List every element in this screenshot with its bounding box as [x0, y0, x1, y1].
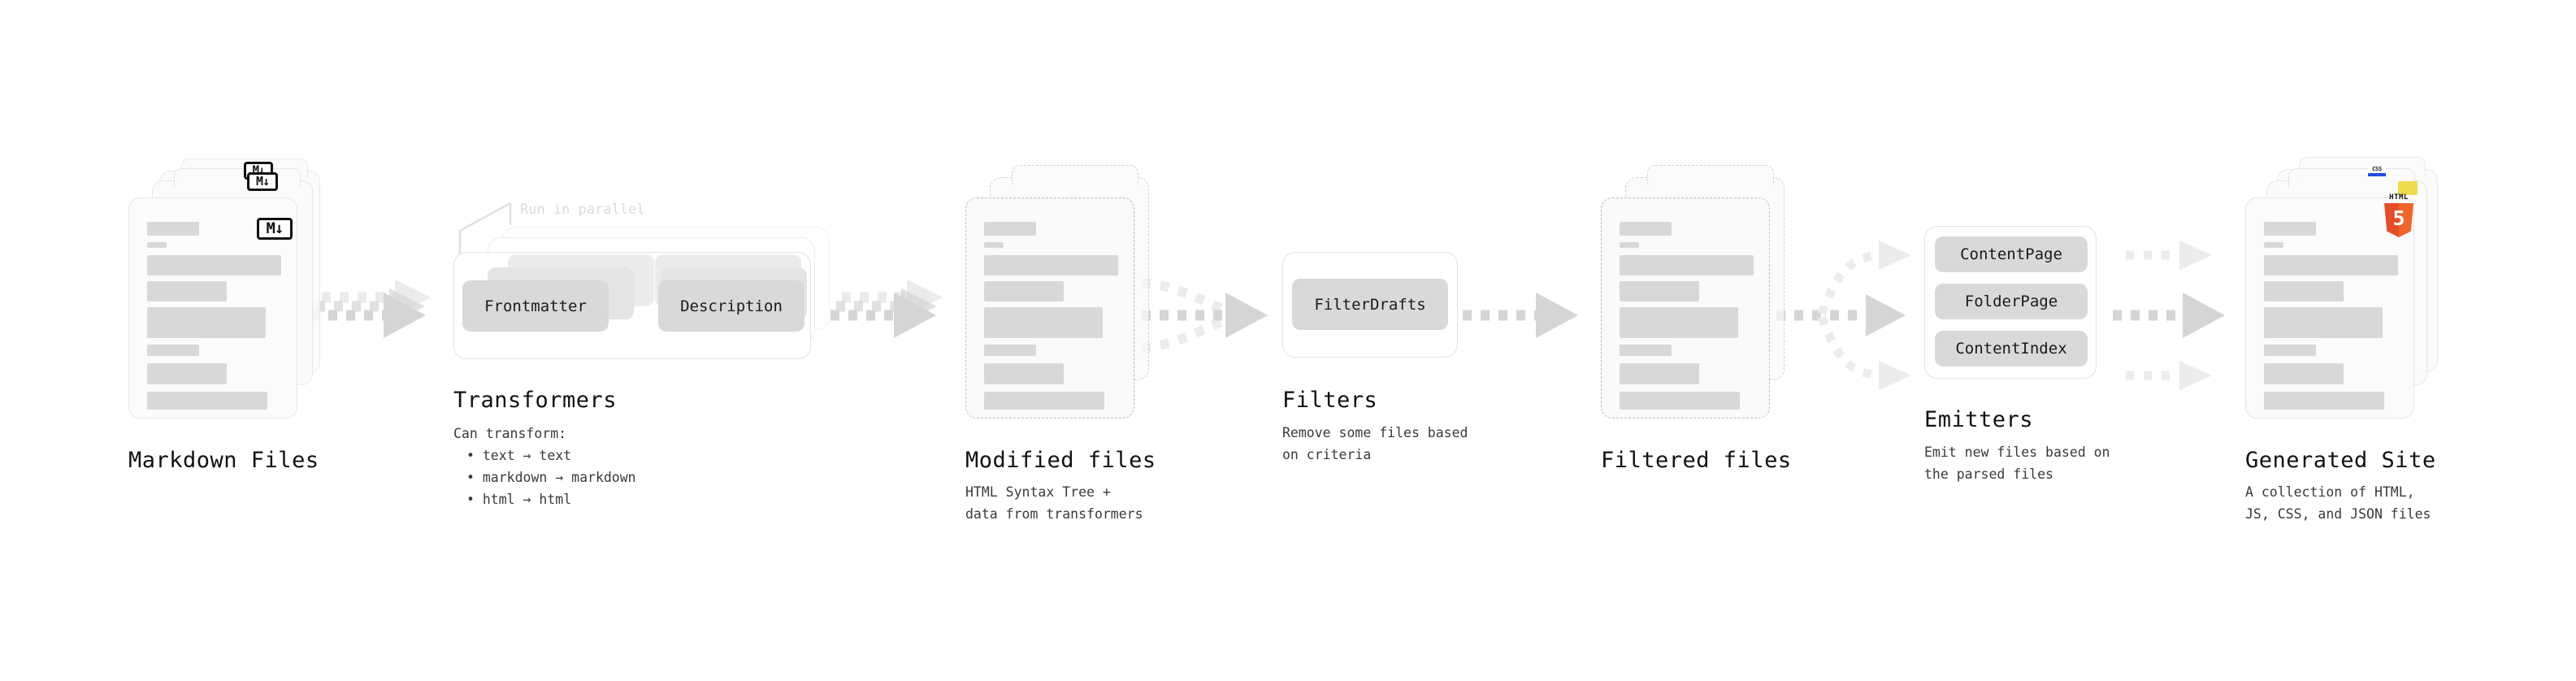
- page-title-modified-files: Modified files: [965, 448, 1156, 473]
- skeleton-line: [984, 222, 1036, 236]
- skeleton-line: [1620, 345, 1672, 356]
- skeleton-line: [984, 392, 1104, 410]
- transformer-pill-frontmatter[interactable]: Frontmatter: [462, 280, 609, 332]
- css-icon: CSS: [2368, 167, 2386, 176]
- js-icon: [2398, 181, 2418, 195]
- page-title-emitters: Emitters: [1924, 407, 2034, 432]
- skeleton-line: [1620, 255, 1754, 275]
- skeleton-line: [1620, 281, 1699, 301]
- card-tab: [1647, 165, 1774, 184]
- arrow-filtered-to-emitters: [1776, 241, 1911, 390]
- filters-subtitle-line-2: on criteria: [1282, 447, 1372, 462]
- arrow-emitters-to-site: [2113, 241, 2225, 390]
- page-title-transformers: Transformers: [453, 388, 618, 413]
- skeleton-line: [1620, 222, 1672, 236]
- skeleton-line: [147, 363, 227, 384]
- emitter-pill-contentpage[interactable]: ContentPage: [1935, 236, 2088, 272]
- skeleton-line: [2264, 307, 2383, 338]
- transformers-subtitle-heading: Can transform:: [453, 426, 567, 441]
- css-icon-bar: [2368, 173, 2386, 176]
- skeleton-line: [147, 392, 267, 410]
- skeleton-line: [1620, 307, 1738, 338]
- transformers-subtitle-line-2: • markdown → markdown: [466, 470, 636, 485]
- modified-files-subtitle-line-2: data from transformers: [965, 506, 1143, 522]
- skeleton-line: [984, 255, 1118, 275]
- transformers-subtitle-line-3: • html → html: [466, 492, 572, 507]
- skeleton-line: [2264, 281, 2344, 301]
- run-in-parallel-label: Run in parallel: [520, 202, 645, 218]
- skeleton-line: [147, 345, 199, 356]
- skeleton-line: [2264, 363, 2344, 384]
- page-title-filtered-files: Filtered files: [1601, 448, 1792, 473]
- skeleton-line: [1620, 242, 1639, 248]
- skeleton-line: [2264, 345, 2316, 356]
- skeleton-line: [147, 222, 199, 236]
- card-tab: [2288, 168, 2415, 188]
- generated-site-subtitle-line-1: A collection of HTML,: [2245, 484, 2415, 500]
- skeleton-line: [2264, 242, 2283, 248]
- page-title-generated-site: Generated Site: [2245, 448, 2436, 473]
- site-card-front: [2245, 197, 2414, 419]
- skeleton-line: [984, 307, 1103, 338]
- skeleton-line: [984, 363, 1064, 384]
- skeleton-line: [2264, 392, 2384, 410]
- html5-icon-digit: 5: [2392, 206, 2405, 230]
- filter-pill-filterdrafts[interactable]: FilterDrafts: [1292, 279, 1448, 330]
- markdown-icon-back-1: M↓: [247, 172, 278, 191]
- html5-icon-shield: 5: [2384, 203, 2413, 237]
- modified-files-subtitle-line-1: HTML Syntax Tree +: [965, 484, 1111, 500]
- skeleton-line: [2264, 255, 2398, 275]
- skeleton-line: [1620, 392, 1740, 410]
- skeleton-line: [2264, 222, 2316, 236]
- arrow-markdown-to-transformers: [310, 280, 431, 338]
- page-title-filters: Filters: [1282, 388, 1378, 413]
- card-tab: [174, 168, 301, 188]
- skeleton-line: [1620, 363, 1699, 384]
- transformers-subtitle-line-1: • text → text: [466, 448, 572, 463]
- skeleton-line: [147, 255, 281, 275]
- page-title-markdown-files: Markdown Files: [128, 448, 319, 473]
- emitter-pill-contentindex[interactable]: ContentIndex: [1935, 331, 2088, 367]
- skeleton-line: [147, 281, 227, 301]
- html5-icon: HTML 5: [2384, 194, 2413, 237]
- modified-card-front: [965, 197, 1134, 419]
- skeleton-line: [984, 281, 1064, 301]
- emitters-subtitle-line-1: Emit new files based on: [1924, 445, 2110, 460]
- transformer-pill-description[interactable]: Description: [658, 280, 804, 332]
- arrow-filters-to-filtered: [1463, 293, 1578, 338]
- arrow-transformers-to-modified: [830, 280, 943, 338]
- generated-site-subtitle-line-2: JS, CSS, and JSON files: [2245, 506, 2431, 522]
- emitter-pill-folderpage[interactable]: FolderPage: [1935, 284, 2088, 319]
- skeleton-line: [984, 242, 1004, 248]
- skeleton-line: [147, 242, 167, 248]
- skeleton-line: [984, 345, 1036, 356]
- emitters-subtitle-line-2: the parsed files: [1924, 466, 2053, 482]
- html5-icon-caption: HTML: [2389, 193, 2409, 202]
- filtered-card-front: [1601, 197, 1770, 419]
- card-tab: [1012, 165, 1138, 184]
- filters-subtitle-line-1: Remove some files based: [1282, 425, 1468, 440]
- skeleton-line: [147, 307, 266, 338]
- markdown-icon: M↓: [257, 218, 293, 240]
- css-icon-label: CSS: [2372, 166, 2382, 172]
- arrow-modified-to-filters: [1141, 278, 1268, 353]
